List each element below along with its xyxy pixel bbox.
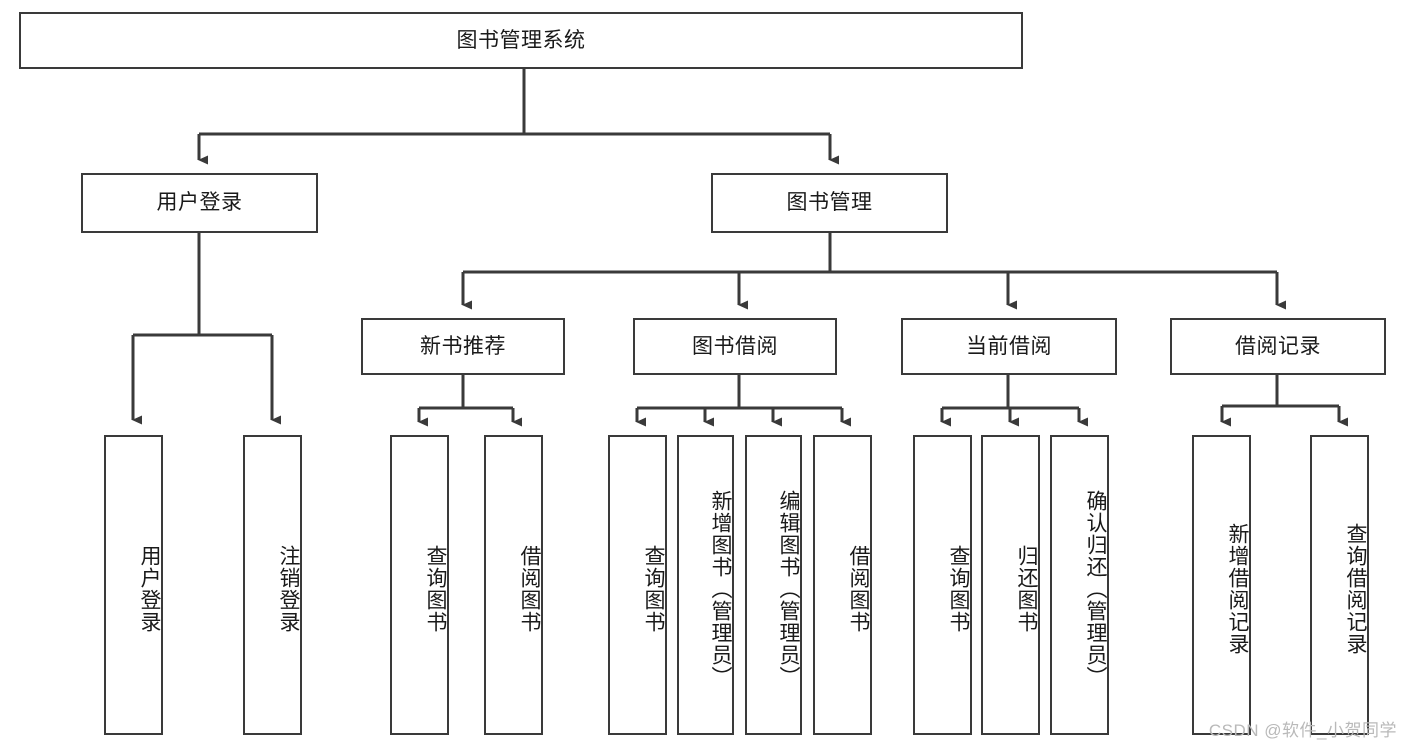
leaf-record-1-label: 新增借阅记录	[1226, 523, 1249, 655]
leaf-user-login-2[interactable]: 注销登录	[243, 435, 302, 735]
node-borrow-record[interactable]: 借阅记录	[1170, 318, 1386, 375]
leaf-record-2[interactable]: 查询借阅记录	[1310, 435, 1369, 735]
leaf-borrow-4[interactable]: 借阅图书	[813, 435, 872, 735]
leaf-borrow-3[interactable]: 编辑图书（管理员）	[745, 435, 802, 735]
node-current-borrow[interactable]: 当前借阅	[901, 318, 1117, 375]
node-user-login[interactable]: 用户登录	[81, 173, 318, 233]
csdn-watermark: CSDN @软件_小贺同学	[1208, 721, 1397, 740]
leaf-user-login-1-label: 用户登录	[138, 545, 161, 633]
node-root[interactable]: 图书管理系统	[19, 12, 1023, 69]
node-new-book-recommend[interactable]: 新书推荐	[361, 318, 565, 375]
leaf-current-3[interactable]: 确认归还（管理员）	[1050, 435, 1109, 735]
leaf-current-2[interactable]: 归还图书	[981, 435, 1040, 735]
edge-current-to-leaves	[940, 375, 1088, 427]
leaf-user-login-2-label: 注销登录	[277, 545, 300, 633]
leaf-current-1-label: 查询图书	[947, 545, 970, 633]
edge-borrow-to-leaves	[635, 375, 851, 427]
node-current-borrow-label: 当前借阅	[966, 334, 1052, 358]
edge-root-to-level1	[197, 69, 839, 165]
leaf-new-book-2-label: 借阅图书	[518, 545, 541, 633]
edge-bookmgmt-to-level2	[461, 233, 1286, 310]
leaf-current-1[interactable]: 查询图书	[913, 435, 972, 735]
edge-login-to-leaves	[131, 233, 281, 425]
leaf-borrow-4-label: 借阅图书	[847, 545, 870, 633]
leaf-user-login-1[interactable]: 用户登录	[104, 435, 163, 735]
edge-newbook-to-leaves	[417, 375, 522, 427]
node-root-label: 图书管理系统	[456, 28, 586, 52]
edge-record-to-leaves	[1220, 375, 1348, 427]
node-book-management[interactable]: 图书管理	[711, 173, 948, 233]
leaf-borrow-3-label: 编辑图书（管理员）	[777, 490, 800, 688]
leaf-new-book-1[interactable]: 查询图书	[390, 435, 449, 735]
leaf-record-1[interactable]: 新增借阅记录	[1192, 435, 1251, 735]
node-book-management-label: 图书管理	[786, 191, 873, 215]
leaf-borrow-2-label: 新增图书（管理员）	[709, 490, 732, 688]
leaf-record-2-label: 查询借阅记录	[1344, 523, 1367, 655]
leaf-current-2-label: 归还图书	[1015, 545, 1038, 633]
node-new-book-recommend-label: 新书推荐	[420, 334, 506, 358]
leaf-current-3-label: 确认归还（管理员）	[1084, 490, 1107, 688]
node-user-login-label: 用户登录	[156, 191, 243, 215]
node-book-borrow[interactable]: 图书借阅	[633, 318, 837, 375]
leaf-borrow-1[interactable]: 查询图书	[608, 435, 667, 735]
leaf-new-book-1-label: 查询图书	[424, 545, 447, 633]
leaf-new-book-2[interactable]: 借阅图书	[484, 435, 543, 735]
node-book-borrow-label: 图书借阅	[692, 334, 778, 358]
node-borrow-record-label: 借阅记录	[1235, 334, 1321, 358]
leaf-borrow-1-label: 查询图书	[642, 545, 665, 633]
leaf-borrow-2[interactable]: 新增图书（管理员）	[677, 435, 734, 735]
